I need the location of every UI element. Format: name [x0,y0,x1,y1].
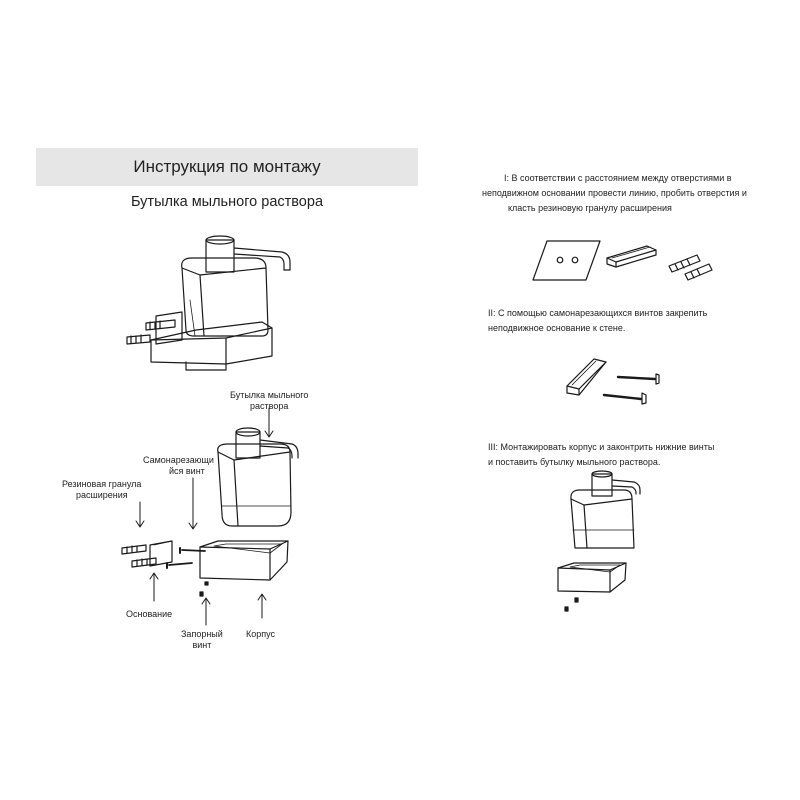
base-bracket-icon [607,246,656,267]
product-subtitle: Бутылка мыльного раствора [130,194,324,210]
bottle-label: Бутылка мыльного раствора [230,390,309,411]
base-bracket-icon [567,359,606,395]
soap-dispenser-exploded-icon [122,428,298,596]
page-title: Инструкция по монтажу [133,157,321,176]
soap-dispenser-assembled-icon [127,236,290,370]
self-tapping-screw-icon [167,548,205,568]
locking-screw-label: Запорный винт [181,629,223,650]
step-2-text: II: С помощью самонарезающихся винтов за… [488,308,708,333]
self-tapping-screw-label: Самонарезающи йся винт [143,455,214,476]
expansion-anchor-icon [122,545,156,567]
wall-plate-with-holes-icon [533,241,600,280]
arrow-icon [136,408,273,625]
housing-label: Корпус [246,629,276,639]
step-3-text: III: Монтажировать корпус и законтрить н… [488,442,715,467]
rubber-granule-label: Резиновая гранула расширения [62,479,142,500]
base-label: Основание [126,609,173,619]
expansion-anchor-icon [669,255,712,280]
locking-screw-icon [200,582,208,596]
soap-dispenser-assembled-icon [558,471,640,611]
expansion-anchor-icon [127,320,175,344]
base-bracket-icon [150,541,172,566]
header-bar [36,148,418,186]
self-tapping-screw-icon [604,374,659,404]
step-1-text: I: В соответствии с расстоянием между от… [482,173,747,213]
housing-box [200,541,288,580]
locking-screw-icon [565,598,578,611]
